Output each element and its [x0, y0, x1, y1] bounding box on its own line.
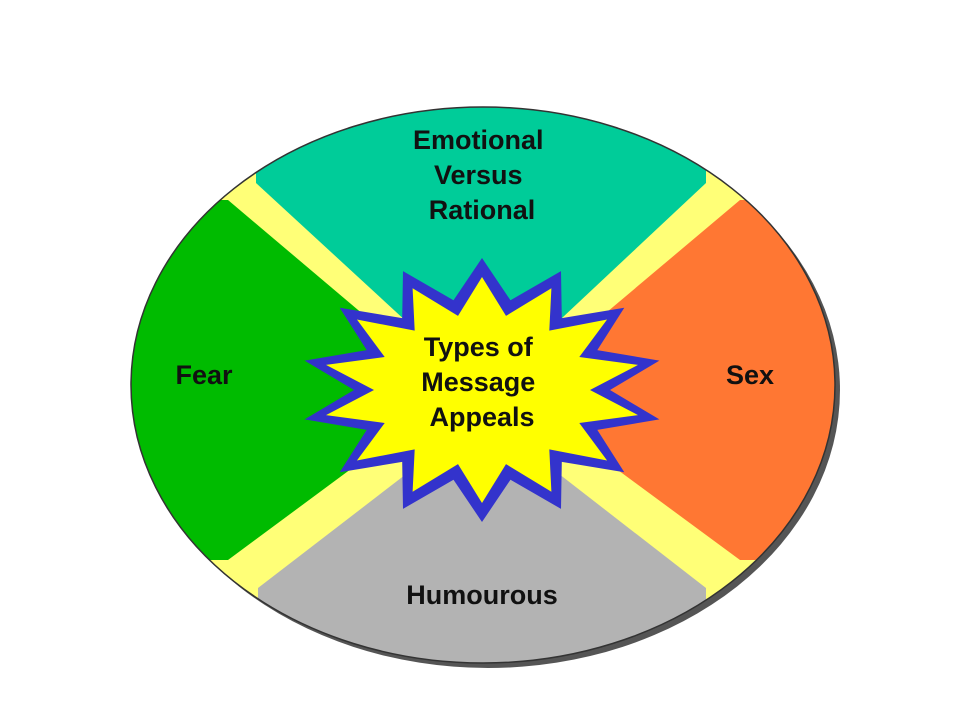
center-line-2: Message: [421, 367, 535, 397]
segment-bottom: [258, 415, 706, 663]
ellipse-outline: [130, 106, 836, 664]
label-top-line-3: Rational: [429, 195, 536, 225]
segment-top: [256, 107, 706, 183]
label-left: Fear: [175, 360, 233, 390]
label-top: Emotional Versus Rational: [413, 125, 551, 225]
label-right: Sex: [726, 360, 774, 390]
label-top-line-2: Versus: [434, 160, 523, 190]
segment-left: [131, 200, 455, 560]
center-line-3: Appeals: [429, 402, 534, 432]
center-label: Types of Message Appeals: [421, 332, 543, 432]
label-bottom: Humourous: [406, 580, 558, 610]
starburst-inner: [326, 277, 638, 503]
center-line-1: Types of: [424, 332, 534, 362]
label-top-line-1: Emotional: [413, 125, 544, 155]
segment-right: [512, 200, 835, 560]
